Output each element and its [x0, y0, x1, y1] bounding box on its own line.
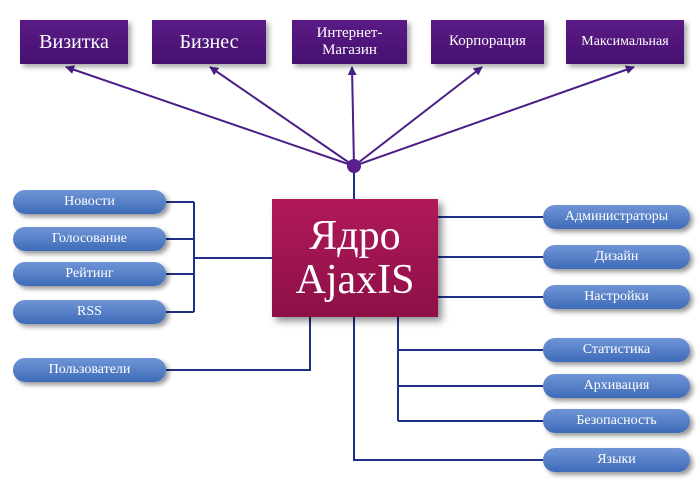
module-nastroiki: Настройки — [543, 285, 690, 309]
edition-label: Максимальная — [581, 33, 669, 49]
hub-node — [347, 159, 361, 173]
module-arhivaciya: Архивация — [543, 374, 690, 398]
edition-biznes: Бизнес — [152, 20, 266, 64]
edition-korporaciya: Корпорация — [431, 20, 544, 64]
core-title-line2: AjaxIS — [295, 257, 415, 303]
module-label: Пользователи — [48, 362, 131, 377]
module-label: Голосование — [51, 231, 128, 246]
module-yazyki: Языки — [543, 448, 690, 472]
arrow-to-korporaciya — [353, 66, 483, 167]
arrow-to-maksimalnaya — [353, 65, 635, 167]
edition-internet-magazin: Интернет- Магазин — [292, 20, 407, 64]
module-label: Новости — [64, 194, 115, 209]
module-administratory: Администраторы — [543, 205, 690, 229]
module-label: Настройки — [584, 289, 649, 304]
arrow-to-vizitka — [65, 65, 355, 167]
module-label: Рейтинг — [65, 266, 114, 281]
core-box: Ядро AjaxIS — [272, 199, 438, 317]
module-rss: RSS — [13, 300, 166, 324]
module-polzovateli: Пользователи — [13, 358, 166, 382]
edition-label: Визитка — [39, 30, 109, 53]
edition-maksimalnaya: Максимальная — [566, 20, 684, 64]
arrow-to-internet-magazin — [347, 66, 357, 167]
edition-label: Интернет- Магазин — [316, 24, 383, 58]
module-label: Архивация — [583, 378, 650, 393]
arrow-to-biznes — [209, 66, 355, 167]
module-bezopasnost: Безопасность — [543, 409, 690, 433]
module-label: Дизайн — [594, 249, 639, 264]
edition-label: Корпорация — [449, 33, 526, 50]
core-title-line1: Ядро — [309, 212, 401, 259]
module-golosovanie: Голосование — [13, 227, 166, 251]
module-statistika: Статистика — [543, 338, 690, 362]
module-label: RSS — [77, 304, 102, 319]
module-label: Безопасность — [576, 413, 657, 428]
edition-label: Бизнес — [179, 30, 239, 53]
module-label: Языки — [597, 452, 636, 467]
edition-vizitka: Визитка — [20, 20, 128, 64]
module-label: Статистика — [582, 342, 651, 357]
module-reiting: Рейтинг — [13, 262, 166, 286]
module-dizain: Дизайн — [543, 245, 690, 269]
module-label: Администраторы — [564, 209, 669, 224]
module-novosti: Новости — [13, 190, 166, 214]
